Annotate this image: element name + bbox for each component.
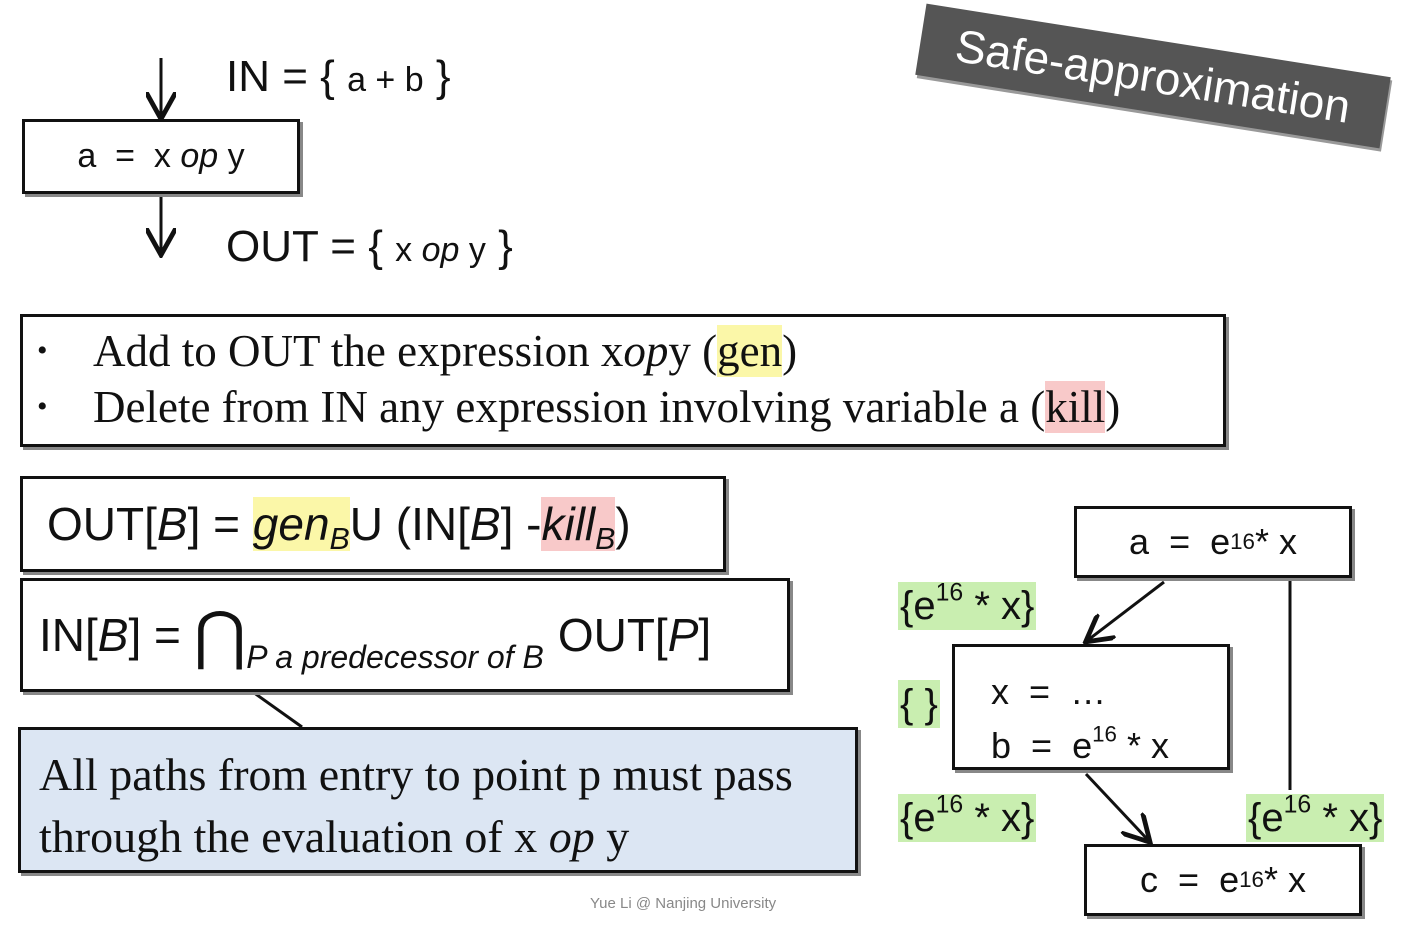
in-suffix: } <box>435 52 451 101</box>
statement-box: a = x op y <box>22 119 300 194</box>
stmt-lhs: a <box>77 137 97 175</box>
out-eq-b2: B <box>469 498 501 550</box>
in-eq-mid: ] = <box>128 609 181 661</box>
stmt-eq: = <box>115 137 136 175</box>
in-expr: a + b <box>347 61 424 99</box>
out-eq-minus: ] - <box>500 498 542 550</box>
in-eq-b: B <box>97 609 129 661</box>
cfg-edge-xb-to-c <box>1084 772 1148 840</box>
out-eq-mid: ] = <box>187 498 241 550</box>
note-line-1: All paths from entry to point p must pas… <box>39 749 793 800</box>
in-eq-predecessor: P a predecessor of B <box>246 638 544 675</box>
out-equation-box: OUT[B] = genB U (IN[B] - killB) <box>20 476 726 572</box>
out-op: op <box>421 231 460 269</box>
in-eq-out: OUT[ <box>557 609 668 661</box>
gen-highlight: gen <box>717 325 783 377</box>
bullet: • <box>37 390 48 423</box>
note-line-2: through the evaluation of x op y <box>39 811 630 862</box>
kill-term: killB <box>541 497 616 557</box>
avail-set-3: {e16 * x} <box>1246 791 1385 842</box>
rule-gen-post: y ( <box>668 326 718 376</box>
stmt-x: x <box>153 137 171 175</box>
out-suffix: } <box>498 222 513 271</box>
footer-credit: Yue Li @ Nanjing University <box>590 895 777 912</box>
in-set-label: IN = { a + b } <box>226 52 451 102</box>
out-y: y <box>468 231 486 269</box>
in-equation-box: IN[B] = ⋂P a predecessor of B OUT[P] <box>20 578 790 692</box>
out-eq-union: U (IN[ <box>349 498 470 550</box>
kill-highlight: kill <box>1045 381 1106 433</box>
cfg-xb-line-2: b = e16 * x <box>991 721 1169 766</box>
gen-term: genB <box>252 497 350 557</box>
rule-kill-end: ) <box>1105 382 1121 432</box>
avail-set-1: {e16 * x} <box>898 579 1037 630</box>
cfg-node-xb: x = … b = e16 * x <box>952 644 1230 770</box>
cfg-edge-a-to-xb <box>1088 580 1165 640</box>
out-prefix: OUT = { <box>226 222 383 271</box>
intersection-icon: ⋂ <box>193 599 247 671</box>
stmt-y: y <box>227 137 245 175</box>
in-eq-p: P <box>667 609 699 661</box>
rule-gen: • Add to OUT the expression x op y (gen) <box>37 323 1223 379</box>
out-eq-b: B <box>156 498 188 550</box>
bullet: • <box>37 334 48 367</box>
in-prefix: IN = { <box>226 52 335 101</box>
rule-gen-end: ) <box>782 326 798 376</box>
in-eq-close: ] <box>698 609 712 661</box>
out-eq-close: ) <box>615 498 631 550</box>
avail-set-empty: { } <box>898 680 940 728</box>
rule-gen-text: Add to OUT the expression x <box>93 326 624 376</box>
rule-gen-op: op <box>623 326 669 376</box>
transfer-rules-box: • Add to OUT the expression x op y (gen)… <box>20 314 1226 447</box>
must-analysis-note: All paths from entry to point p must pas… <box>18 727 858 873</box>
out-x: x <box>395 231 413 269</box>
avail-set-2: {e16 * x} <box>898 791 1037 842</box>
in-eq-lhs: IN[ <box>39 609 98 661</box>
out-set-label: OUT = { x op y } <box>226 222 513 272</box>
out-eq-lhs: OUT[ <box>47 498 157 550</box>
stmt-op: op <box>180 137 219 175</box>
cfg-xb-line-1: x = … <box>991 671 1107 712</box>
rule-kill-text: Delete from IN any expression involving … <box>93 382 1046 432</box>
rule-kill: • Delete from IN any expression involvin… <box>37 379 1223 435</box>
